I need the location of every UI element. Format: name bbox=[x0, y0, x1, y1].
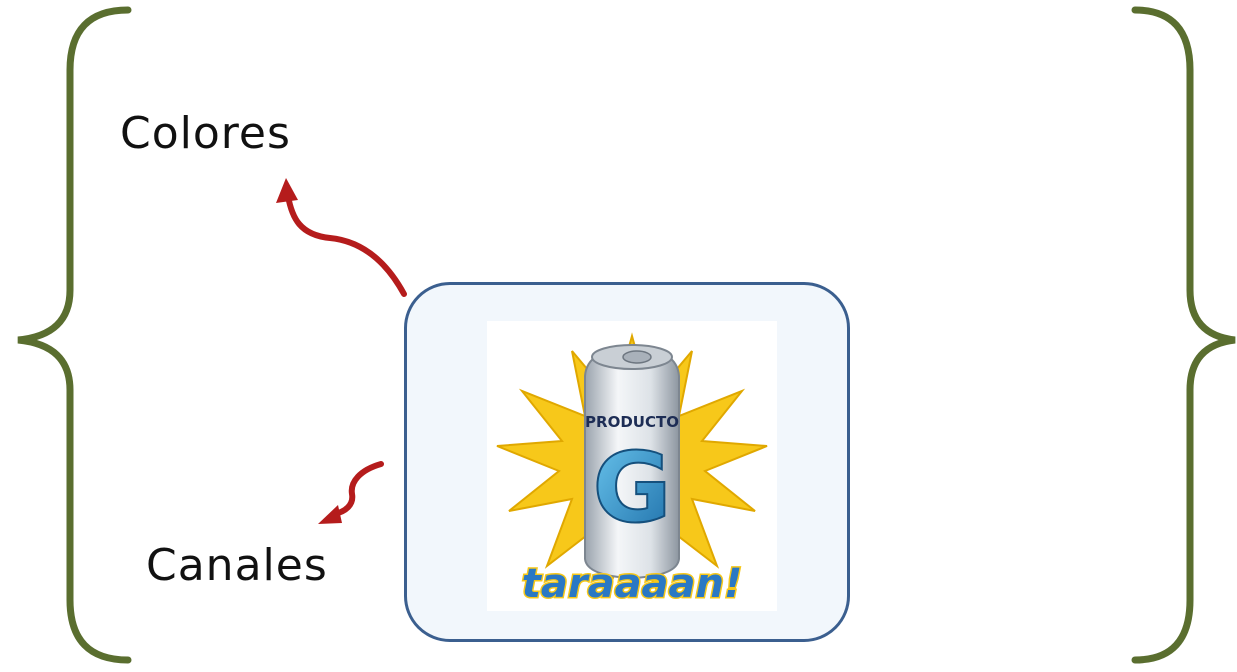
label-canales: Canales bbox=[146, 544, 328, 588]
slogan-text: taraaaan! bbox=[522, 561, 743, 607]
logo-g-icon: G bbox=[593, 432, 672, 544]
arrow-to-canales bbox=[318, 464, 381, 524]
product-box: PRODUCTO G taraaaan! bbox=[404, 282, 850, 642]
arrow-to-colores bbox=[276, 178, 404, 294]
label-colores: Colores bbox=[120, 112, 291, 156]
product-image: PRODUCTO G taraaaan! bbox=[487, 321, 777, 611]
can-text: PRODUCTO bbox=[585, 413, 679, 431]
left-brace bbox=[18, 10, 128, 660]
right-brace bbox=[1135, 10, 1235, 660]
